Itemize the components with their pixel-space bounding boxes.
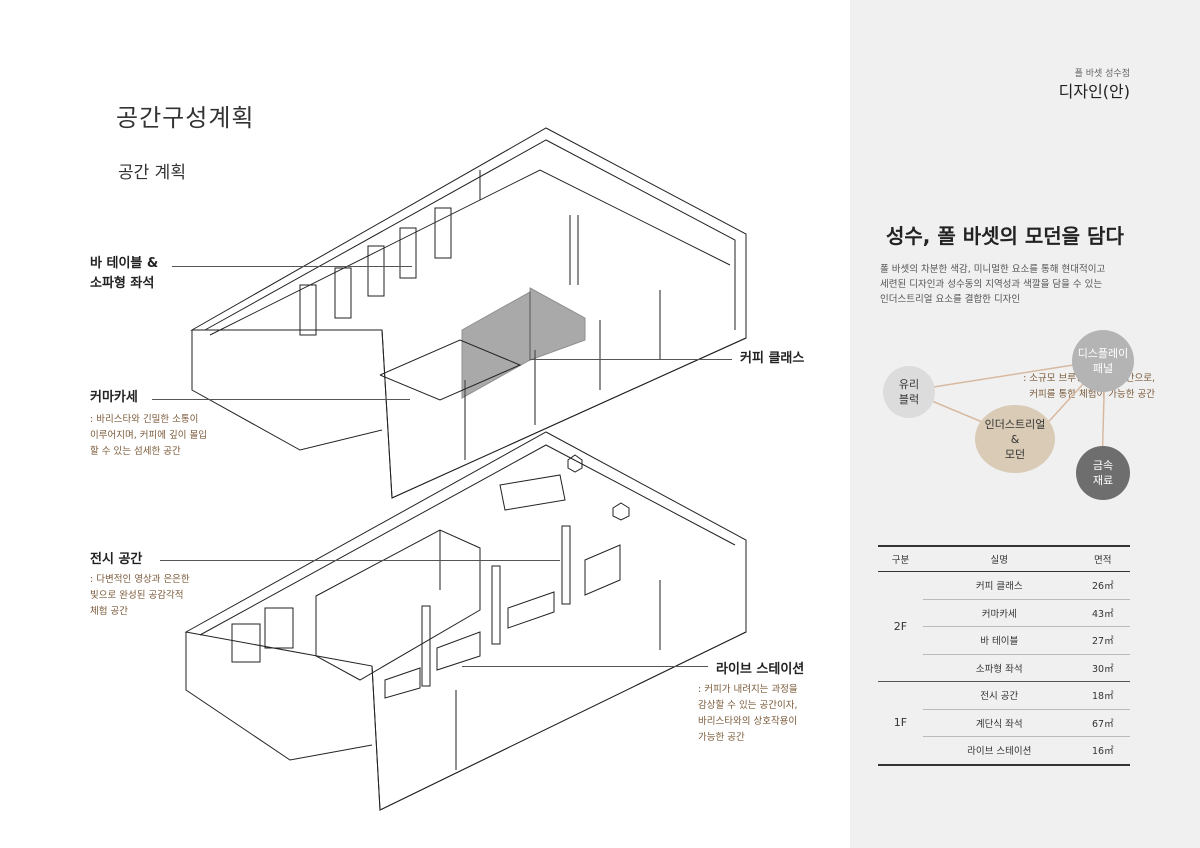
floor1-front <box>371 631 747 811</box>
callout-exhibit-desc: : 다변적인 영상과 은은한 빛으로 완성된 공감각적 체험 공간 <box>90 572 190 620</box>
callout-omakase-desc: : 바리스타와 긴밀한 소통이 이루어지며, 커피에 깊이 몰입 할 수 있는 … <box>90 412 207 460</box>
callout-omakase-leader <box>152 399 410 400</box>
room-area: 67㎡ <box>1075 709 1130 737</box>
callout-live-station-desc-line: 감상할 수 있는 공간이자, <box>698 700 798 711</box>
isometric-floor-plan <box>184 127 747 811</box>
floor2-front <box>381 329 747 499</box>
callout-exhibit-desc-line: 체험 공간 <box>90 606 128 617</box>
callout-exhibit-label: 전시 공간 <box>90 552 143 567</box>
callout-bar-line2: 소파형 좌석 <box>90 276 155 291</box>
drawing-area <box>0 0 850 848</box>
callout-bar-leader <box>172 266 412 267</box>
floor2-floor <box>209 169 731 336</box>
table-row: 2F 커피 클래스 26㎡ <box>878 571 1130 682</box>
callout-omakase-desc-line: 이루어지며, 커피에 깊이 몰입 <box>90 430 207 441</box>
project-version: 디자인(안) <box>1058 82 1130 101</box>
concept-node-industrial-modern: 인더스트리얼 & 모던 <box>975 405 1055 473</box>
room-area: 26㎡ <box>1075 571 1130 600</box>
header-area: 면적 <box>1075 545 1130 572</box>
floor1-inner <box>199 444 736 636</box>
callout-live-station-desc: : 커피가 내려지는 과정을 감상할 수 있는 공간이자, 바리스타와의 상호작… <box>698 682 798 746</box>
table-row: 계단식 좌석 67㎡ <box>878 709 1130 737</box>
callout-live-station-desc-line: 가능한 공간 <box>698 732 745 743</box>
area-table-header: 구분 실명 면적 <box>878 545 1130 572</box>
floor2-outline <box>190 127 747 499</box>
header-room: 실명 <box>922 545 1076 572</box>
concept-desc: 폴 바셋의 차분한 색감, 미니멀한 요소를 통해 현대적이고 세련된 디자인과… <box>880 262 1150 307</box>
room-name: 커피 클래스 <box>922 571 1076 600</box>
room-area: 27㎡ <box>1075 626 1130 655</box>
project-name: 폴 바셋 성수점 <box>1074 69 1130 79</box>
panel <box>367 245 385 297</box>
callout-bar-label: 바 테이블 & 소파형 좌석 <box>90 254 158 294</box>
concept-title: 성수, 폴 바셋의 모던을 담다 <box>886 224 1124 248</box>
table-row: 커마카세 43㎡ <box>878 599 1130 627</box>
room-area: 43㎡ <box>1075 599 1130 627</box>
concept-node-metal: 금속 재료 <box>1076 446 1130 500</box>
header-category: 구분 <box>878 545 923 572</box>
area-table: 구분 실명 면적 2F 커피 클래스 26㎡ 커마카세 43㎡ 바 테이블 27… <box>878 545 1130 766</box>
floor1-edge <box>185 632 373 761</box>
concept-desc-line: 폴 바셋의 차분한 색감, 미니멀한 요소를 통해 현대적이고 <box>880 264 1106 275</box>
panel <box>434 207 452 259</box>
table-row: 라이브 스테이션 16㎡ <box>878 736 1130 766</box>
callout-omakase-label: 커마카세 <box>90 390 138 405</box>
callout-live-station-leader <box>462 666 708 667</box>
page-title: 공간구성계획 <box>116 104 255 132</box>
page-subtitle: 공간 계획 <box>118 163 186 183</box>
room-area: 30㎡ <box>1075 654 1130 682</box>
callout-live-station-desc-line: 바리스타와의 상호작용이 <box>698 716 798 727</box>
floor2-edge <box>191 330 383 451</box>
table-row: 소파형 좌석 30㎡ <box>878 654 1130 682</box>
callout-exhibit-desc-line: : 다변적인 영상과 은은한 <box>90 574 190 585</box>
room-name: 전시 공간 <box>922 681 1076 710</box>
callout-exhibit-desc-line: 빛으로 완성된 공감각적 <box>90 590 184 601</box>
floor-1f: 1F <box>878 681 923 766</box>
callout-coffee-class-leader <box>530 359 732 360</box>
callout-bar-line1: 바 테이블 & <box>90 256 159 271</box>
callout-live-station-label: 라이브 스테이션 <box>716 662 805 677</box>
room-name: 커마카세 <box>922 599 1076 627</box>
room-name: 소파형 좌석 <box>922 654 1076 682</box>
room-name: 바 테이블 <box>922 626 1076 655</box>
table-row: 1F 전시 공간 18㎡ <box>878 681 1130 766</box>
callout-exhibit-leader <box>160 560 560 561</box>
callout-coffee-class-label: 커피 클래스 <box>740 351 805 366</box>
floor-2f: 2F <box>878 571 923 682</box>
room-name: 계단식 좌석 <box>922 709 1076 737</box>
panel <box>299 284 317 336</box>
callout-live-station-desc-line: : 커피가 내려지는 과정을 <box>698 684 798 695</box>
callout-omakase-desc-line: : 바리스타와 긴밀한 소통이 <box>90 414 199 425</box>
callout-coffee-class-desc-line: 커피를 통한 체험이 가능한 공간 <box>1029 389 1155 400</box>
concept-desc-line: 세련된 디자인과 성수동의 지역성과 색깔을 담을 수 있는 <box>880 279 1103 290</box>
concept-node-glass-block: 유리 블럭 <box>883 366 935 418</box>
callout-omakase-desc-line: 할 수 있는 섬세한 공간 <box>90 446 181 457</box>
room-area: 18㎡ <box>1075 681 1130 710</box>
panel <box>334 267 352 319</box>
table-row: 바 테이블 27㎡ <box>878 626 1130 655</box>
room-area: 16㎡ <box>1075 736 1130 766</box>
concept-desc-line: 인더스트리얼 요소를 결합한 디자인 <box>880 294 1021 305</box>
floor2-inner <box>204 139 736 331</box>
room-name: 라이브 스테이션 <box>922 736 1076 766</box>
concept-node-display-panel: 디스플레이 패널 <box>1072 330 1134 392</box>
panel <box>399 227 417 279</box>
